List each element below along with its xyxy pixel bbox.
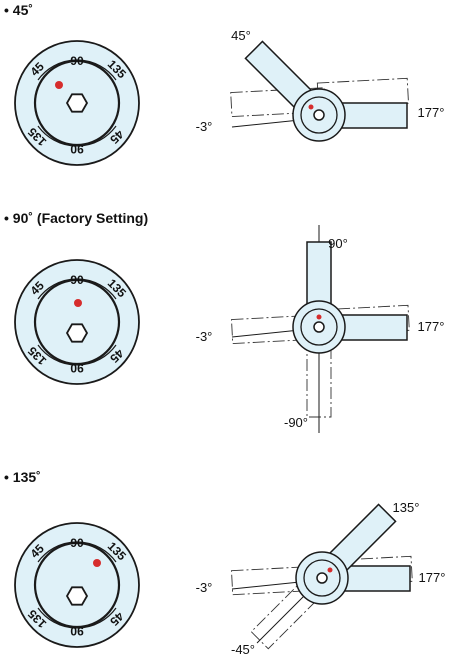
dial-90: 45 90 135 135 90 45 — [14, 259, 140, 385]
hinge-pin — [313, 109, 325, 121]
dial-scale-arc-bottom — [37, 344, 117, 366]
mechanism-135: 135° -3° 177° -45° — [196, 500, 446, 657]
label-left-45: -3° — [196, 119, 213, 134]
dial-scale-arc-bottom — [37, 607, 117, 629]
label-right-45: 177° — [418, 105, 445, 120]
dial-label-bottom: 90 — [70, 361, 84, 375]
hex-bolt-icon — [65, 323, 89, 343]
dial-label-bottom: 90 — [70, 624, 84, 638]
dial-inner-ring — [33, 278, 121, 366]
section-title-90: • 90˚ (Factory Setting) — [4, 210, 149, 226]
dial-45: 45 90 135 135 90 45 — [14, 40, 140, 166]
dial-scale-arc-bottom — [37, 125, 117, 147]
dial-label-top: 90 — [70, 536, 84, 550]
dial-scale-arc-top — [37, 541, 117, 563]
label-down-135: -45° — [231, 642, 255, 657]
hinge-pin — [316, 572, 328, 584]
label-left-135: -3° — [196, 580, 213, 595]
diagram-45: 45 90 135 135 90 45 45° -3° 177° — [14, 28, 445, 166]
hex-bolt-icon — [65, 586, 89, 606]
label-up-45: 45° — [231, 28, 251, 43]
position-marker-dot — [93, 559, 101, 567]
label-up-90: 90° — [328, 236, 348, 251]
dial-135: 45 90 135 135 90 45 — [14, 522, 140, 648]
hinge-marker-dot — [308, 104, 314, 110]
label-up-135: 135° — [393, 500, 420, 515]
diagram-135: 45 90 135 135 90 45 135° -3° 177° -45° — [14, 500, 446, 657]
position-marker-dot — [74, 299, 82, 307]
dial-scale-arc-top — [37, 278, 117, 300]
hex-bolt-icon — [65, 93, 89, 113]
mechanism-90: 90° -3° 177° -90° — [196, 225, 445, 433]
label-left-90: -3° — [196, 329, 213, 344]
label-down-90: -90° — [284, 415, 308, 430]
label-right-90: 177° — [418, 319, 445, 334]
dial-scale-arc-top — [37, 59, 117, 81]
dial-label-bottom: 90 — [70, 142, 84, 156]
hinge-pin — [313, 321, 325, 333]
position-marker-dot — [55, 81, 63, 89]
dial-label-top: 90 — [70, 54, 84, 68]
dial-inner-ring — [33, 541, 121, 629]
mechanism-45: 45° -3° 177° — [196, 28, 445, 142]
diagram-90: 45 90 135 135 90 45 90° -3° 177° -90° — [14, 225, 445, 433]
section-title-135: • 135˚ — [4, 469, 41, 485]
section-title-45: • 45˚ — [4, 2, 34, 18]
dial-label-top: 90 — [70, 273, 84, 287]
hinge-marker-dot — [316, 314, 322, 320]
label-right-135: 177° — [419, 570, 446, 585]
hinge-marker-dot — [327, 567, 333, 573]
